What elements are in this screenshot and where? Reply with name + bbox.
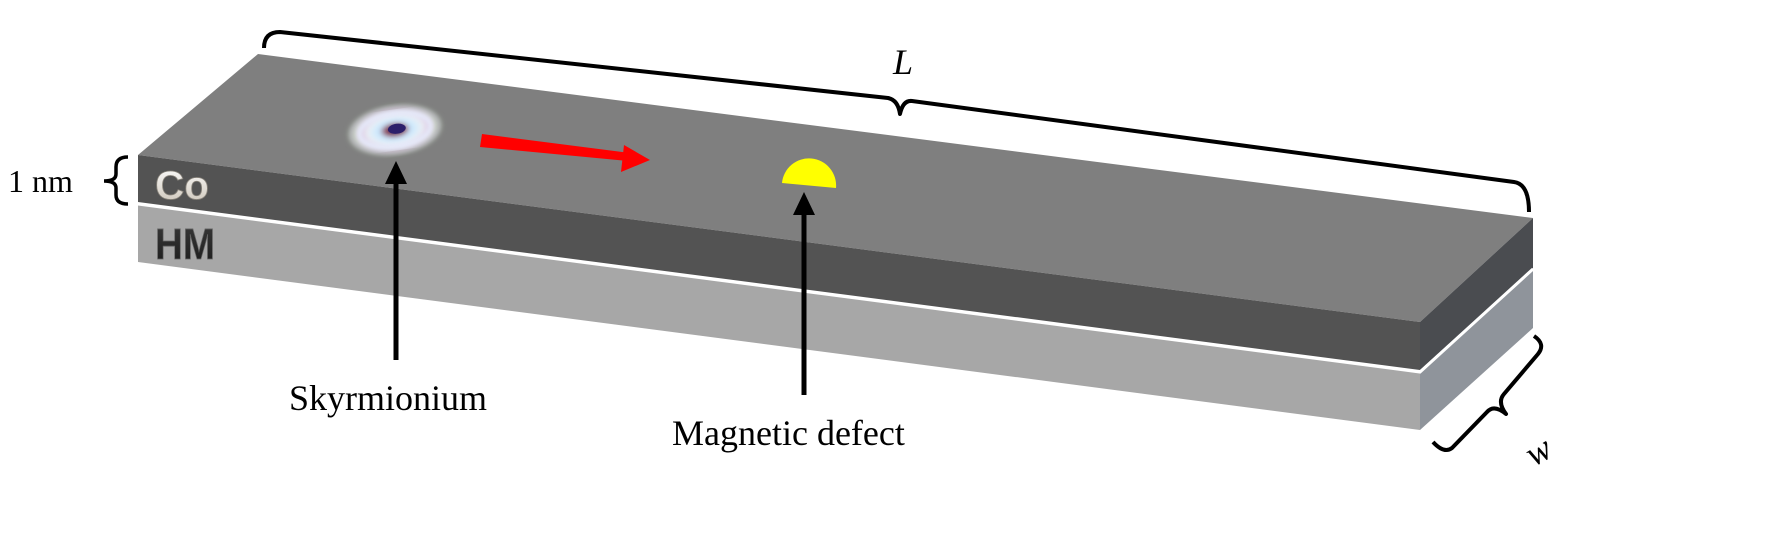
layer-separator [137,202,1535,374]
skyrmionium-pointer-arrow [385,161,407,360]
layer-label-co: Co [155,164,209,208]
skyrmionium-label: Skyrmionium [289,378,487,418]
motion-arrow [480,134,650,172]
defect-marker [782,158,837,188]
hm-front-face [138,205,1420,430]
hm-side-face [1420,270,1533,430]
defect-pointer-arrow [793,192,815,395]
co-side-face [1420,218,1533,370]
thickness-brace [103,155,129,206]
skyrmionium-marker [345,103,445,157]
layer-label-hm: HM [155,220,215,269]
width-brace [1431,334,1544,452]
thickness-label: 1 nm [8,163,73,199]
length-brace [262,30,1531,213]
co-front-face [138,155,1420,370]
co-top-face [138,54,1533,322]
defect-label: Magnetic defect [672,413,905,453]
width-label: w [1518,427,1559,474]
length-label: L [892,42,913,82]
